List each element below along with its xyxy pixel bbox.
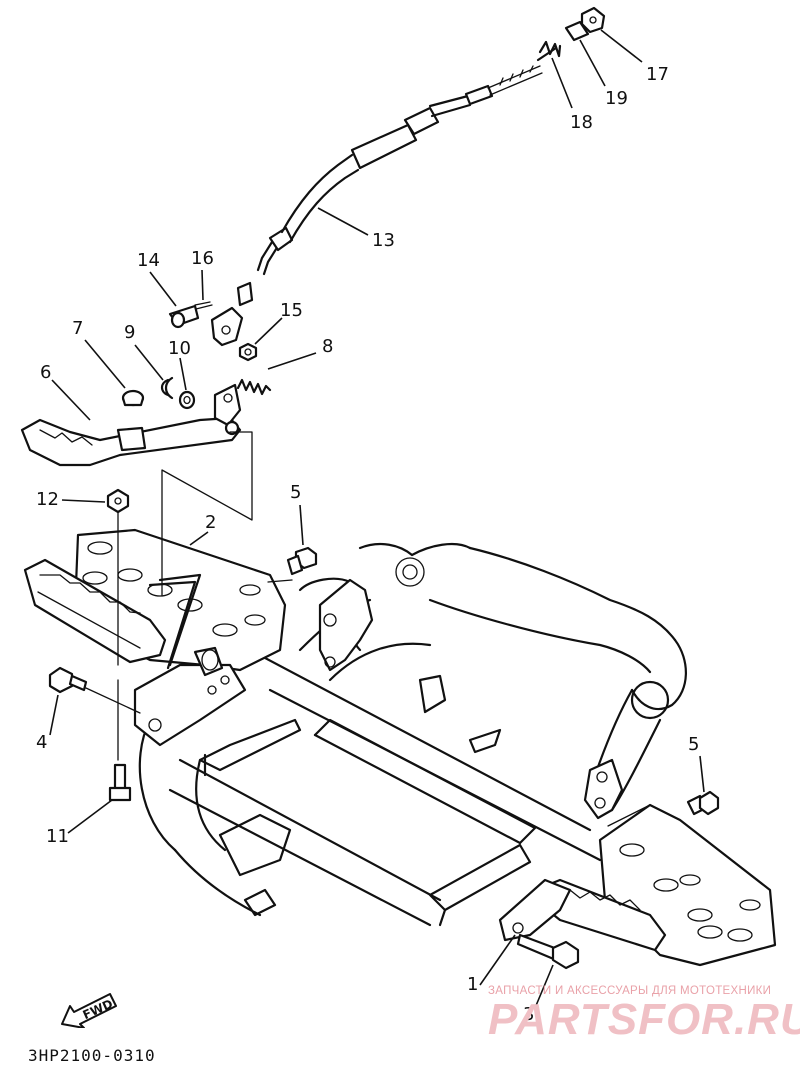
fwd-arrow-icon: FWD xyxy=(61,993,117,1028)
right-alignment-line xyxy=(607,805,649,827)
pedal-cap-7 xyxy=(121,389,145,407)
callout-5-left: 5 xyxy=(290,482,301,503)
spring-8 xyxy=(236,378,272,396)
circlip-9 xyxy=(160,376,174,400)
cotter-pin-16 xyxy=(194,301,213,310)
callout-7: 7 xyxy=(72,318,83,339)
watermark-tagline: ЗАПЧАСТИ И АКСЕССУАРЫ ДЛЯ МОТОТЕХНИКИ xyxy=(488,985,772,997)
callout-12: 12 xyxy=(36,489,59,510)
callout-11: 11 xyxy=(46,826,69,847)
callout-4: 4 xyxy=(36,732,47,753)
brake-rod-13 xyxy=(256,65,543,276)
clevis-pin-14 xyxy=(168,304,200,329)
callout-1: 1 xyxy=(467,974,478,995)
callout-8: 8 xyxy=(322,336,333,357)
left-pivot-plate xyxy=(133,646,247,747)
left-footpeg xyxy=(23,558,202,670)
nut-17 xyxy=(580,6,606,34)
bolt-11 xyxy=(108,763,132,802)
bolt-5-right xyxy=(686,790,720,816)
nut-12 xyxy=(106,488,130,514)
left-frame-bracket xyxy=(318,578,374,672)
bolt-3 xyxy=(516,933,580,970)
callout-2: 2 xyxy=(205,512,216,533)
adjuster-19 xyxy=(564,20,590,42)
washer-10 xyxy=(178,390,196,410)
leader-lines xyxy=(49,29,705,1009)
callout-18: 18 xyxy=(570,112,593,133)
right-pivot-plate xyxy=(498,878,572,942)
callout-13: 13 xyxy=(372,230,395,251)
callout-6: 6 xyxy=(40,362,51,383)
watermark-brand: PARTSFOR.RU xyxy=(488,995,800,1044)
right-frame-bracket xyxy=(583,758,624,820)
callouts: 17 19 18 13 14 16 15 8 7 9 10 6 12 2 5 4… xyxy=(36,64,699,1025)
callout-3: 3 xyxy=(523,1004,534,1025)
bolt-5-left xyxy=(267,546,318,583)
callout-9: 9 xyxy=(124,322,135,343)
spring-18 xyxy=(536,40,562,62)
pedal-alignment-lines xyxy=(161,431,253,596)
nut-15 xyxy=(238,342,258,362)
callout-5-right: 5 xyxy=(688,734,699,755)
callout-19: 19 xyxy=(605,88,628,109)
figure-code: 3HP2100-0310 xyxy=(28,1046,156,1065)
callout-15: 15 xyxy=(280,300,303,321)
frame xyxy=(138,542,687,927)
clevis xyxy=(210,281,254,347)
callout-17: 17 xyxy=(646,64,669,85)
callout-16: 16 xyxy=(191,248,214,269)
bolt-4 xyxy=(48,666,141,714)
callout-10: 10 xyxy=(168,338,191,359)
callout-14: 14 xyxy=(137,250,160,271)
brake-pedal xyxy=(20,383,242,467)
